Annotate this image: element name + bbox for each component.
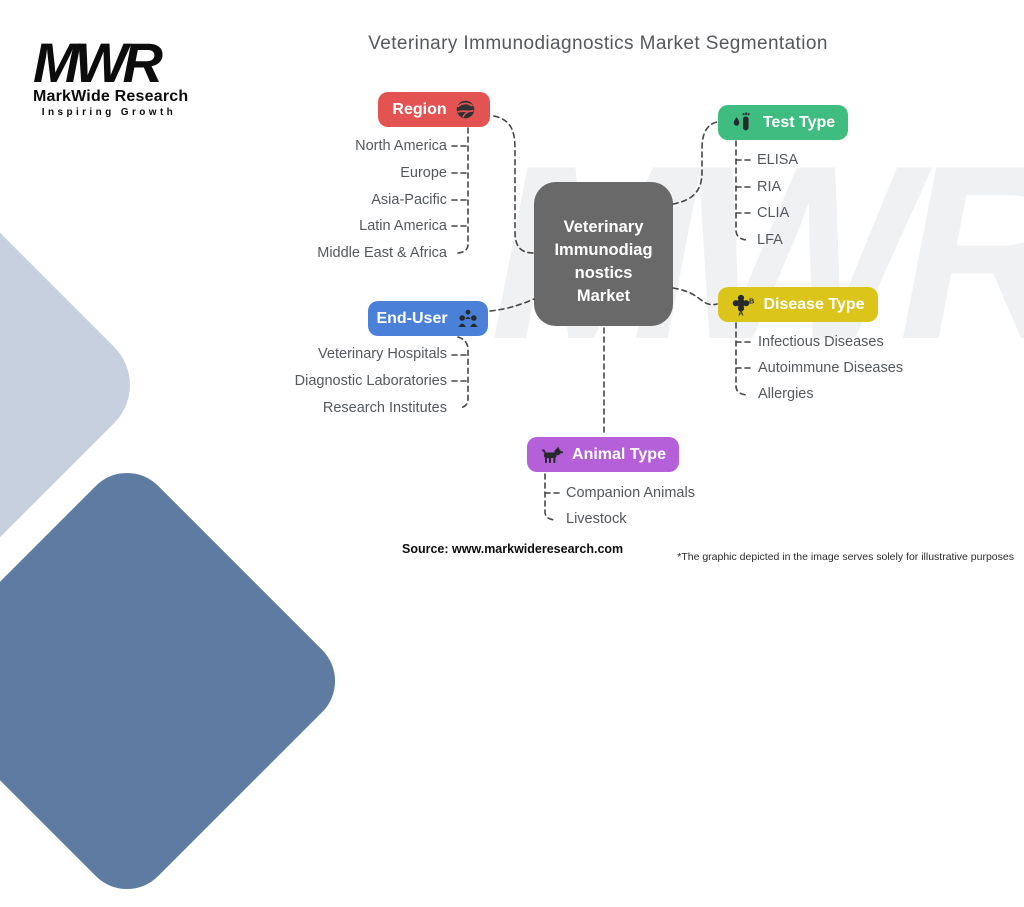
central-node-line: nostics: [574, 264, 633, 282]
disclaimer-text: *The graphic depicted in the image serve…: [677, 551, 1014, 563]
branch-item: Middle East & Africa: [317, 245, 447, 261]
branch-item: North America: [355, 138, 447, 154]
central-node-line: Veterinary: [563, 218, 644, 236]
branch-item: Diagnostic Laboratories: [294, 373, 447, 389]
branch-item: LFA: [757, 232, 783, 248]
branch-label: Region: [392, 100, 447, 118]
branch-item: Allergies: [758, 386, 814, 402]
logo-tagline: Inspiring Growth: [41, 107, 177, 118]
source-text: Source: www.markwideresearch.com: [402, 542, 624, 556]
markwide-logo: MWR MarkWide Research Inspiring Growth: [33, 31, 193, 119]
branch-item: Research Institutes: [322, 400, 447, 416]
logo-name: MarkWide Research: [33, 88, 189, 105]
diagram-canvas: MWR MarkWide Research Inspiring Growth V…: [33, 31, 1014, 563]
branch-label: Animal Type: [572, 445, 666, 463]
branch-item: Europe: [400, 165, 447, 181]
branch-item: Veterinary Hospitals: [318, 346, 447, 362]
users-icon: [456, 309, 480, 329]
branch-item: Asia-Pacific: [371, 192, 447, 208]
branch-node-disease-type: B A Disease Type: [718, 287, 878, 322]
branch-item: Livestock: [566, 511, 627, 527]
branch-item: Infectious Diseases: [758, 334, 884, 350]
central-node-line: Immunodiag: [554, 241, 653, 259]
branch-item: ELISA: [757, 152, 799, 168]
globe-icon: [455, 99, 476, 120]
branch-item: Autoimmune Diseases: [758, 360, 904, 376]
branch-label: End-User: [376, 309, 448, 327]
logo-acronym: MWR: [33, 31, 163, 94]
dog-icon: [540, 445, 564, 465]
branch-node-region: Region: [378, 92, 490, 127]
page-title: Veterinary Immunodiagnostics Market Segm…: [368, 33, 828, 54]
branch-node-end-user: End-User: [368, 301, 488, 336]
central-node-line: Market: [576, 287, 631, 305]
central-node: Veterinary Immunodiag nostics Market: [534, 182, 673, 326]
svg-text:B: B: [749, 297, 754, 306]
branch-node-animal-type: Animal Type: [527, 437, 679, 472]
branch-node-test-type: Test Type: [718, 105, 848, 140]
blood-type-icon: B A: [731, 293, 755, 316]
branch-item: Latin America: [359, 218, 447, 234]
branch-item: RIA: [757, 179, 782, 195]
branch-item: Companion Animals: [566, 485, 695, 501]
svg-text:A: A: [739, 308, 745, 316]
branch-item: CLIA: [757, 205, 790, 221]
branch-label: Disease Type: [763, 295, 865, 313]
branch-label: Test Type: [762, 113, 836, 131]
blood-test-icon: [731, 112, 755, 133]
